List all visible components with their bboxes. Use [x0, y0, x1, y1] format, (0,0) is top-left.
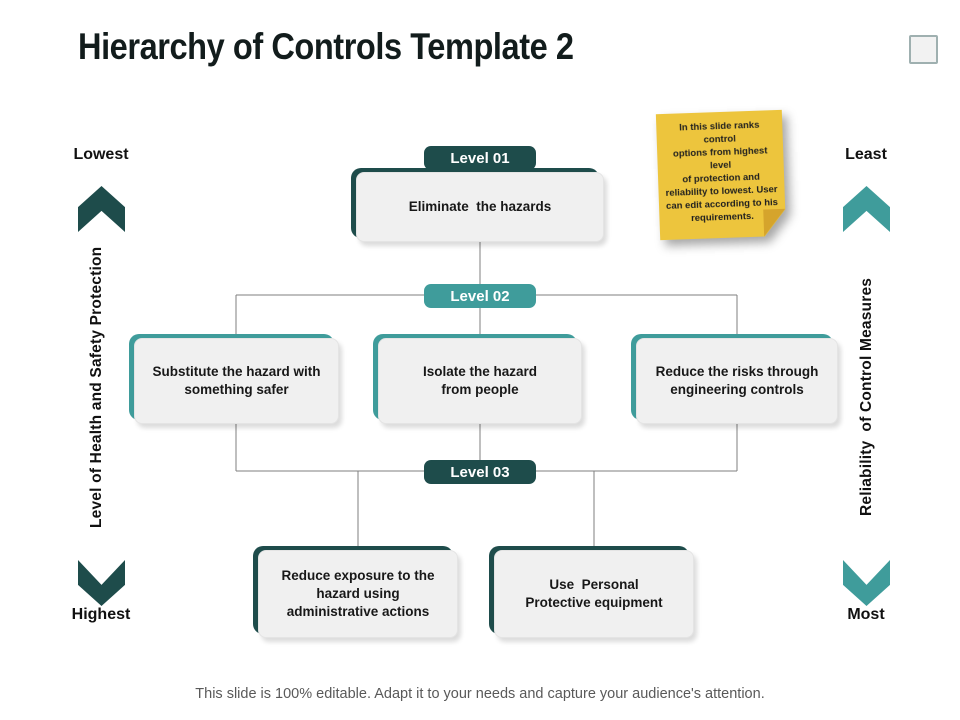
- left-axis-bottom-label: Highest: [71, 606, 131, 623]
- slide-title: Hierarchy of Controls Template 2: [78, 26, 574, 67]
- level-02-box-substitute-text: Substitute the hazard with something saf…: [134, 338, 339, 424]
- right-axis-top-label: Least: [845, 146, 887, 163]
- level-02-box-engineering: Reduce the risks through engineering con…: [631, 334, 838, 424]
- right-axis-bottom-label: Most: [847, 606, 885, 623]
- level-03-badge: Level 03: [424, 460, 536, 484]
- level-03-box-ppe-text: Use Personal Protective equipment: [494, 550, 694, 638]
- footer-caption: This slide is 100% editable. Adapt it to…: [195, 686, 765, 702]
- level-02-box-isolate: Isolate the hazard from people: [373, 334, 582, 424]
- level-03-box-administrative-text: Reduce exposure to the hazard using admi…: [258, 550, 458, 638]
- left-axis-top-label: Lowest: [73, 146, 129, 163]
- level-02-badge: Level 02: [424, 284, 536, 308]
- corner-placeholder-shape: [909, 35, 938, 64]
- level-01-box-text: Eliminate the hazards: [356, 172, 604, 242]
- level-01-badge: Level 01: [424, 146, 536, 170]
- level-02-box-substitute: Substitute the hazard with something saf…: [129, 334, 339, 424]
- sticky-note: In this slide ranks control options from…: [656, 110, 786, 240]
- level-01-box: Eliminate the hazards: [351, 168, 604, 242]
- level-02-box-engineering-text: Reduce the risks through engineering con…: [636, 338, 838, 424]
- level-02-box-isolate-text: Isolate the hazard from people: [378, 338, 582, 424]
- sticky-note-text: In this slide ranks control options from…: [656, 110, 786, 240]
- level-03-box-administrative: Reduce exposure to the hazard using admi…: [253, 546, 458, 638]
- level-03-box-ppe: Use Personal Protective equipment: [489, 546, 694, 638]
